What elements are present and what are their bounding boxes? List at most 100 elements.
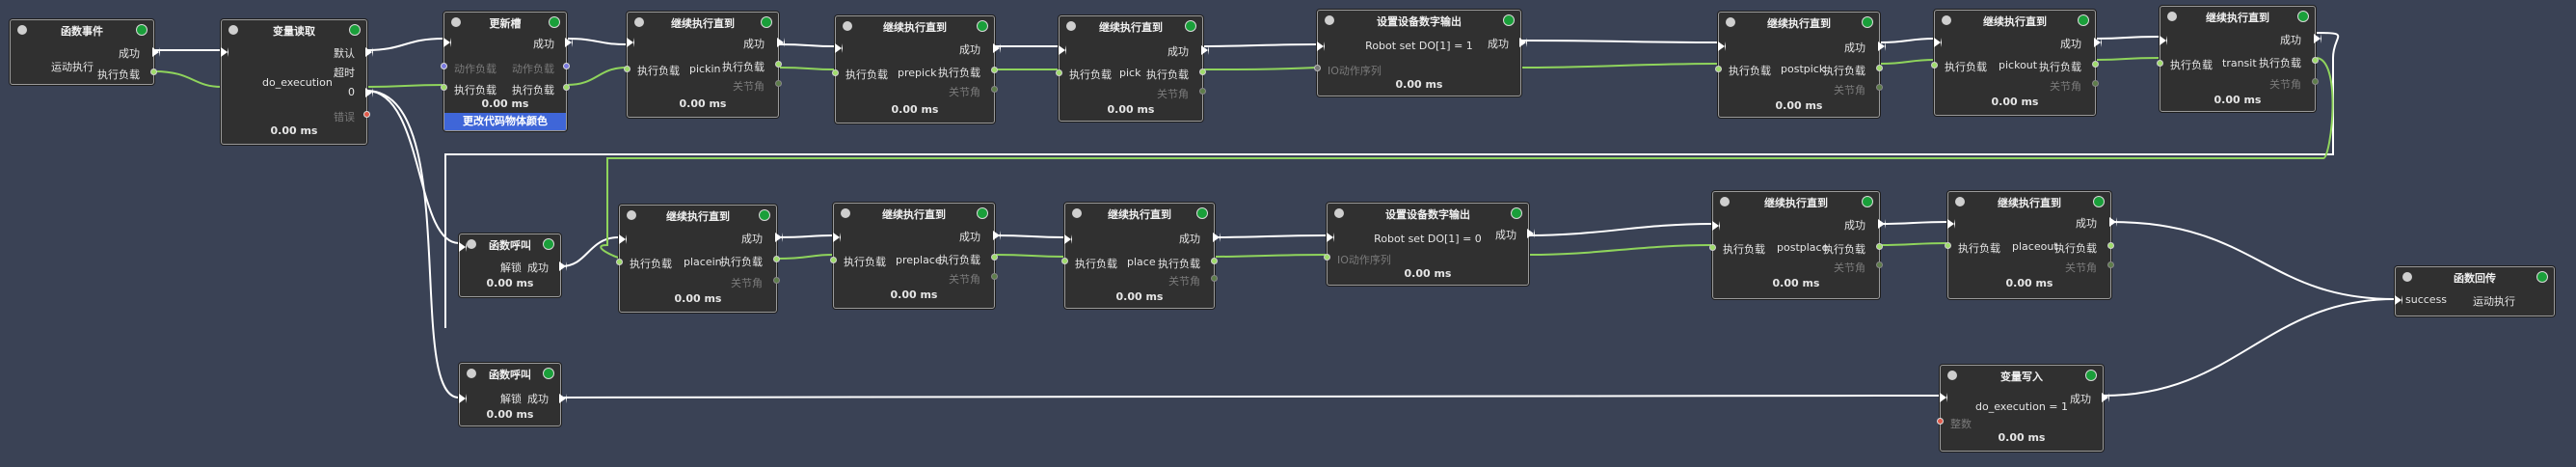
payload-in-pin[interactable]: [1945, 242, 1951, 249]
flow-in-pin[interactable]: [619, 234, 627, 244]
integer-in-pin[interactable]: [1937, 418, 1944, 425]
flow-in-pin[interactable]: [459, 242, 467, 252]
payload-out-pin[interactable]: [1876, 65, 1883, 71]
flow-out-pin[interactable]: [2102, 393, 2109, 402]
continue-until-node-postpick[interactable]: 继续执行直到 成功 执行负载 postpick 执行负载 关节角 0.00 ms: [1715, 12, 1886, 118]
set-digital-output-node-0[interactable]: 设置设备数字输出 成功 Robot set DO[1] = 0 IO动作序列 0…: [1324, 203, 1535, 286]
payload-in-pin[interactable]: [832, 69, 839, 76]
joint-out-pin[interactable]: [991, 273, 998, 280]
flow-out-pin[interactable]: [2314, 34, 2321, 43]
flow-out-pin[interactable]: [152, 47, 160, 57]
continue-until-node-preplace[interactable]: 继续执行直到 成功 执行负载 preplace 执行负载 关节角 0.00 ms: [830, 203, 1001, 309]
io-sequence-pin[interactable]: [1314, 65, 1321, 71]
flow-in-pin[interactable]: [1947, 219, 1955, 229]
default-out-pin[interactable]: [365, 47, 373, 57]
variable-write-node[interactable]: 变量写入 成功 do_execution = 1 整数 0.00 ms: [1937, 365, 2109, 452]
joint-out-pin[interactable]: [2312, 78, 2319, 85]
flow-out-pin[interactable]: [993, 231, 1001, 240]
flow-in-pin[interactable]: [627, 38, 634, 47]
continue-until-node-prepick[interactable]: 继续执行直到 成功 执行负载 prepick 执行负载 关节角 0.00 ms: [832, 15, 1001, 124]
joint-out-pin[interactable]: [991, 86, 998, 93]
update-slot-node[interactable]: 更新槽 成功 动作负载 动作负载 执行负载 执行负载 0.00 ms 更改代码物…: [441, 12, 573, 131]
flow-in-pin[interactable]: [1059, 45, 1066, 55]
payload-in-pin[interactable]: [1061, 258, 1068, 264]
variable-read-node[interactable]: 变量读取 默认 超时 do_execution 0 错误 0.00 ms: [221, 19, 373, 145]
flow-in-pin[interactable]: [1327, 233, 1334, 242]
flow-out-pin[interactable]: [565, 38, 573, 47]
payload-in-pin[interactable]: [830, 257, 837, 263]
flow-in-pin[interactable]: [1940, 393, 1947, 402]
continue-until-node-placeout[interactable]: 继续执行直到 成功 执行负载 placeout 执行负载 关节角 0.00 ms: [1945, 191, 2117, 299]
payload-out-pin[interactable]: [150, 69, 157, 75]
payload-out-pin[interactable]: [1199, 69, 1206, 75]
joint-out-pin[interactable]: [1876, 84, 1883, 91]
value-out-pin[interactable]: [365, 88, 373, 97]
function-event-node[interactable]: 函数事件 成功 运动执行 执行负载: [10, 19, 160, 85]
flow-out-pin[interactable]: [1213, 233, 1221, 242]
flow-out-pin[interactable]: [2109, 217, 2117, 227]
payload-in-pin[interactable]: [441, 84, 447, 91]
flow-out-pin[interactable]: [559, 261, 567, 271]
payload-out-pin[interactable]: [773, 256, 780, 262]
flow-out-pin[interactable]: [559, 394, 567, 403]
flow-out-pin[interactable]: [775, 233, 783, 242]
continue-until-node-pickout[interactable]: 继续执行直到 成功 执行负载 pickout 执行负载 关节角 0.00 ms: [1931, 10, 2102, 116]
flow-in-pin[interactable]: [2395, 295, 2402, 305]
flow-in-pin[interactable]: [1317, 41, 1325, 51]
flow-out-pin[interactable]: [1519, 38, 1527, 47]
joint-out-pin[interactable]: [1876, 261, 1883, 268]
continue-until-node-postplace[interactable]: 继续执行直到 成功 执行负载 postplace 执行负载 关节角 0.00 m…: [1709, 191, 1886, 299]
joint-out-pin[interactable]: [775, 80, 782, 87]
joint-out-pin[interactable]: [2092, 80, 2099, 87]
flow-out-pin[interactable]: [993, 43, 1001, 53]
flow-in-pin[interactable]: [1064, 234, 1072, 244]
flow-in-pin[interactable]: [1718, 41, 1726, 51]
joint-out-pin[interactable]: [2107, 261, 2114, 268]
flow-in-pin[interactable]: [2160, 36, 2167, 45]
flow-in-pin[interactable]: [443, 38, 451, 47]
joint-out-pin[interactable]: [1199, 88, 1206, 95]
payload-out-pin[interactable]: [991, 254, 998, 261]
action-out-pin[interactable]: [563, 63, 570, 69]
flow-out-pin[interactable]: [1527, 229, 1535, 238]
flow-in-pin[interactable]: [1712, 221, 1720, 231]
payload-out-pin[interactable]: [2107, 242, 2114, 249]
io-sequence-pin[interactable]: [1324, 254, 1330, 261]
payload-out-pin[interactable]: [563, 84, 570, 91]
flow-in-pin[interactable]: [221, 47, 228, 57]
payload-in-pin[interactable]: [1709, 244, 1716, 251]
continue-until-node-placein[interactable]: 继续执行直到 成功 执行负载 placein 执行负载 关节角 0.00 ms: [616, 205, 783, 313]
continue-until-node-transit[interactable]: 继续执行直到 成功 执行负载 transit 执行负载 关节角 0.00 ms: [2157, 6, 2321, 112]
flow-in-pin[interactable]: [833, 233, 841, 242]
flow-out-pin[interactable]: [1878, 219, 1886, 229]
flow-in-pin[interactable]: [459, 394, 467, 403]
flow-in-pin[interactable]: [835, 43, 843, 53]
function-call-node-2[interactable]: 函数呼叫 解锁 成功 0.00 ms: [459, 363, 567, 426]
flow-out-pin[interactable]: [1878, 41, 1886, 51]
error-out-pin[interactable]: [363, 111, 370, 118]
function-call-node-1[interactable]: 函数呼叫 解锁 成功 0.00 ms: [459, 234, 567, 297]
payload-out-pin[interactable]: [2312, 57, 2319, 64]
flow-in-pin[interactable]: [1934, 38, 1942, 47]
flow-out-pin[interactable]: [2094, 38, 2102, 47]
payload-in-pin[interactable]: [616, 259, 623, 265]
function-return-node[interactable]: 函数回传 success 运动执行: [2395, 266, 2555, 316]
continue-until-node-pick[interactable]: 继续执行直到 成功 执行负载 pick 执行负载 关节角 0.00 ms: [1056, 15, 1209, 122]
joint-out-pin[interactable]: [773, 277, 780, 284]
action-in-pin[interactable]: [441, 63, 447, 69]
payload-in-pin[interactable]: [2157, 60, 2163, 67]
payload-out-pin[interactable]: [1211, 258, 1218, 264]
payload-in-pin[interactable]: [624, 66, 631, 72]
continue-until-node-place[interactable]: 继续执行直到 成功 执行负载 place 执行负载 关节角 0.00 ms: [1061, 203, 1221, 309]
payload-out-pin[interactable]: [1876, 243, 1883, 250]
payload-out-pin[interactable]: [2092, 61, 2099, 68]
payload-in-pin[interactable]: [1715, 66, 1722, 72]
joint-out-pin[interactable]: [1211, 275, 1218, 282]
set-digital-output-node-1[interactable]: 设置设备数字输出 成功 Robot set DO[1] = 1 IO动作序列 0…: [1314, 10, 1527, 96]
payload-in-pin[interactable]: [1056, 69, 1062, 76]
flow-out-pin[interactable]: [1201, 45, 1209, 55]
payload-in-pin[interactable]: [1931, 62, 1938, 69]
continue-until-node-pickin[interactable]: 继续执行直到 成功 执行负载 pickin 执行负载 关节角 0.00 ms: [624, 12, 785, 118]
payload-out-pin[interactable]: [991, 67, 998, 73]
flow-out-pin[interactable]: [777, 38, 785, 47]
